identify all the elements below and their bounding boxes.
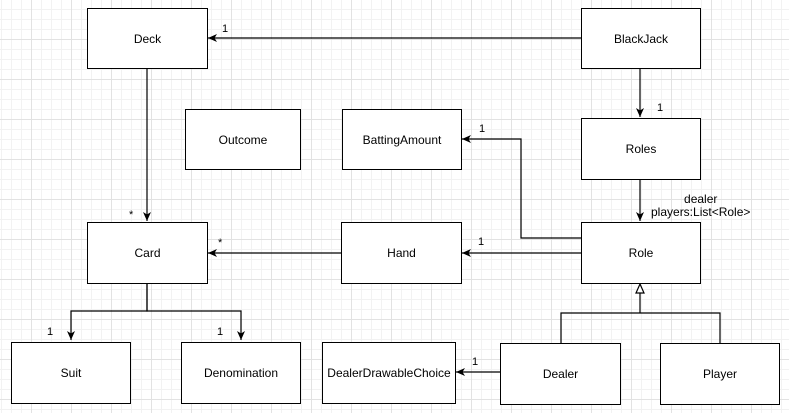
note-dealer: dealer xyxy=(684,192,718,206)
mult-role-batting-amount: 1 xyxy=(479,123,486,135)
roles-role-association-note: dealer players:List<Role> xyxy=(651,193,750,219)
class-blackjack[interactable]: BlackJack xyxy=(581,8,701,69)
class-dealer-label: Dealer xyxy=(542,367,579,381)
class-dealer-drawable-choice-label: DealerDrawableChoice xyxy=(327,366,451,380)
class-denomination-label: Denomination xyxy=(203,366,279,380)
mult-card-denomination: 1 xyxy=(217,326,224,338)
mult-role-hand: 1 xyxy=(478,236,485,248)
edge-generalization xyxy=(560,312,721,343)
mult-card-suit: 1 xyxy=(47,326,54,338)
class-dealer-drawable-choice[interactable]: DealerDrawableChoice xyxy=(322,342,456,404)
class-deck-label: Deck xyxy=(133,31,162,46)
class-role-label: Role xyxy=(628,246,654,260)
mult-blackjack-roles: 1 xyxy=(657,102,664,114)
class-blackjack-label: BlackJack xyxy=(613,31,669,46)
class-card[interactable]: Card xyxy=(87,222,208,284)
class-outcome-label: Outcome xyxy=(218,132,268,147)
class-suit[interactable]: Suit xyxy=(11,342,131,404)
edge-card-denomination xyxy=(146,284,245,340)
note-players: players:List<Role> xyxy=(651,205,751,219)
class-deck[interactable]: Deck xyxy=(87,8,208,69)
class-player[interactable]: Player xyxy=(660,343,780,405)
class-player-label: Player xyxy=(702,367,737,381)
class-outcome[interactable]: Outcome xyxy=(185,109,301,170)
class-suit-label: Suit xyxy=(60,366,82,380)
class-dealer[interactable]: Dealer xyxy=(500,343,621,405)
mult-blackjack-deck: 1 xyxy=(222,23,229,35)
class-hand-label: Hand xyxy=(387,246,416,260)
mult-hand-card: * xyxy=(218,237,223,249)
generalization-triangle xyxy=(635,282,645,294)
mult-dealer-drawable-choice: 1 xyxy=(472,356,479,368)
mult-deck-card: * xyxy=(129,209,134,221)
class-hand[interactable]: Hand xyxy=(341,222,462,284)
class-card-label: Card xyxy=(134,246,161,260)
class-role[interactable]: Role xyxy=(581,222,701,284)
class-batting-amount[interactable]: BattingAmount xyxy=(342,109,462,170)
edge-role-batting-amount xyxy=(462,135,581,239)
class-denomination[interactable]: Denomination xyxy=(181,342,301,404)
class-batting-amount-label: BattingAmount xyxy=(362,132,442,147)
class-roles-label: Roles xyxy=(625,142,657,156)
edge-card-suit xyxy=(67,284,148,340)
class-roles[interactable]: Roles xyxy=(581,118,701,180)
